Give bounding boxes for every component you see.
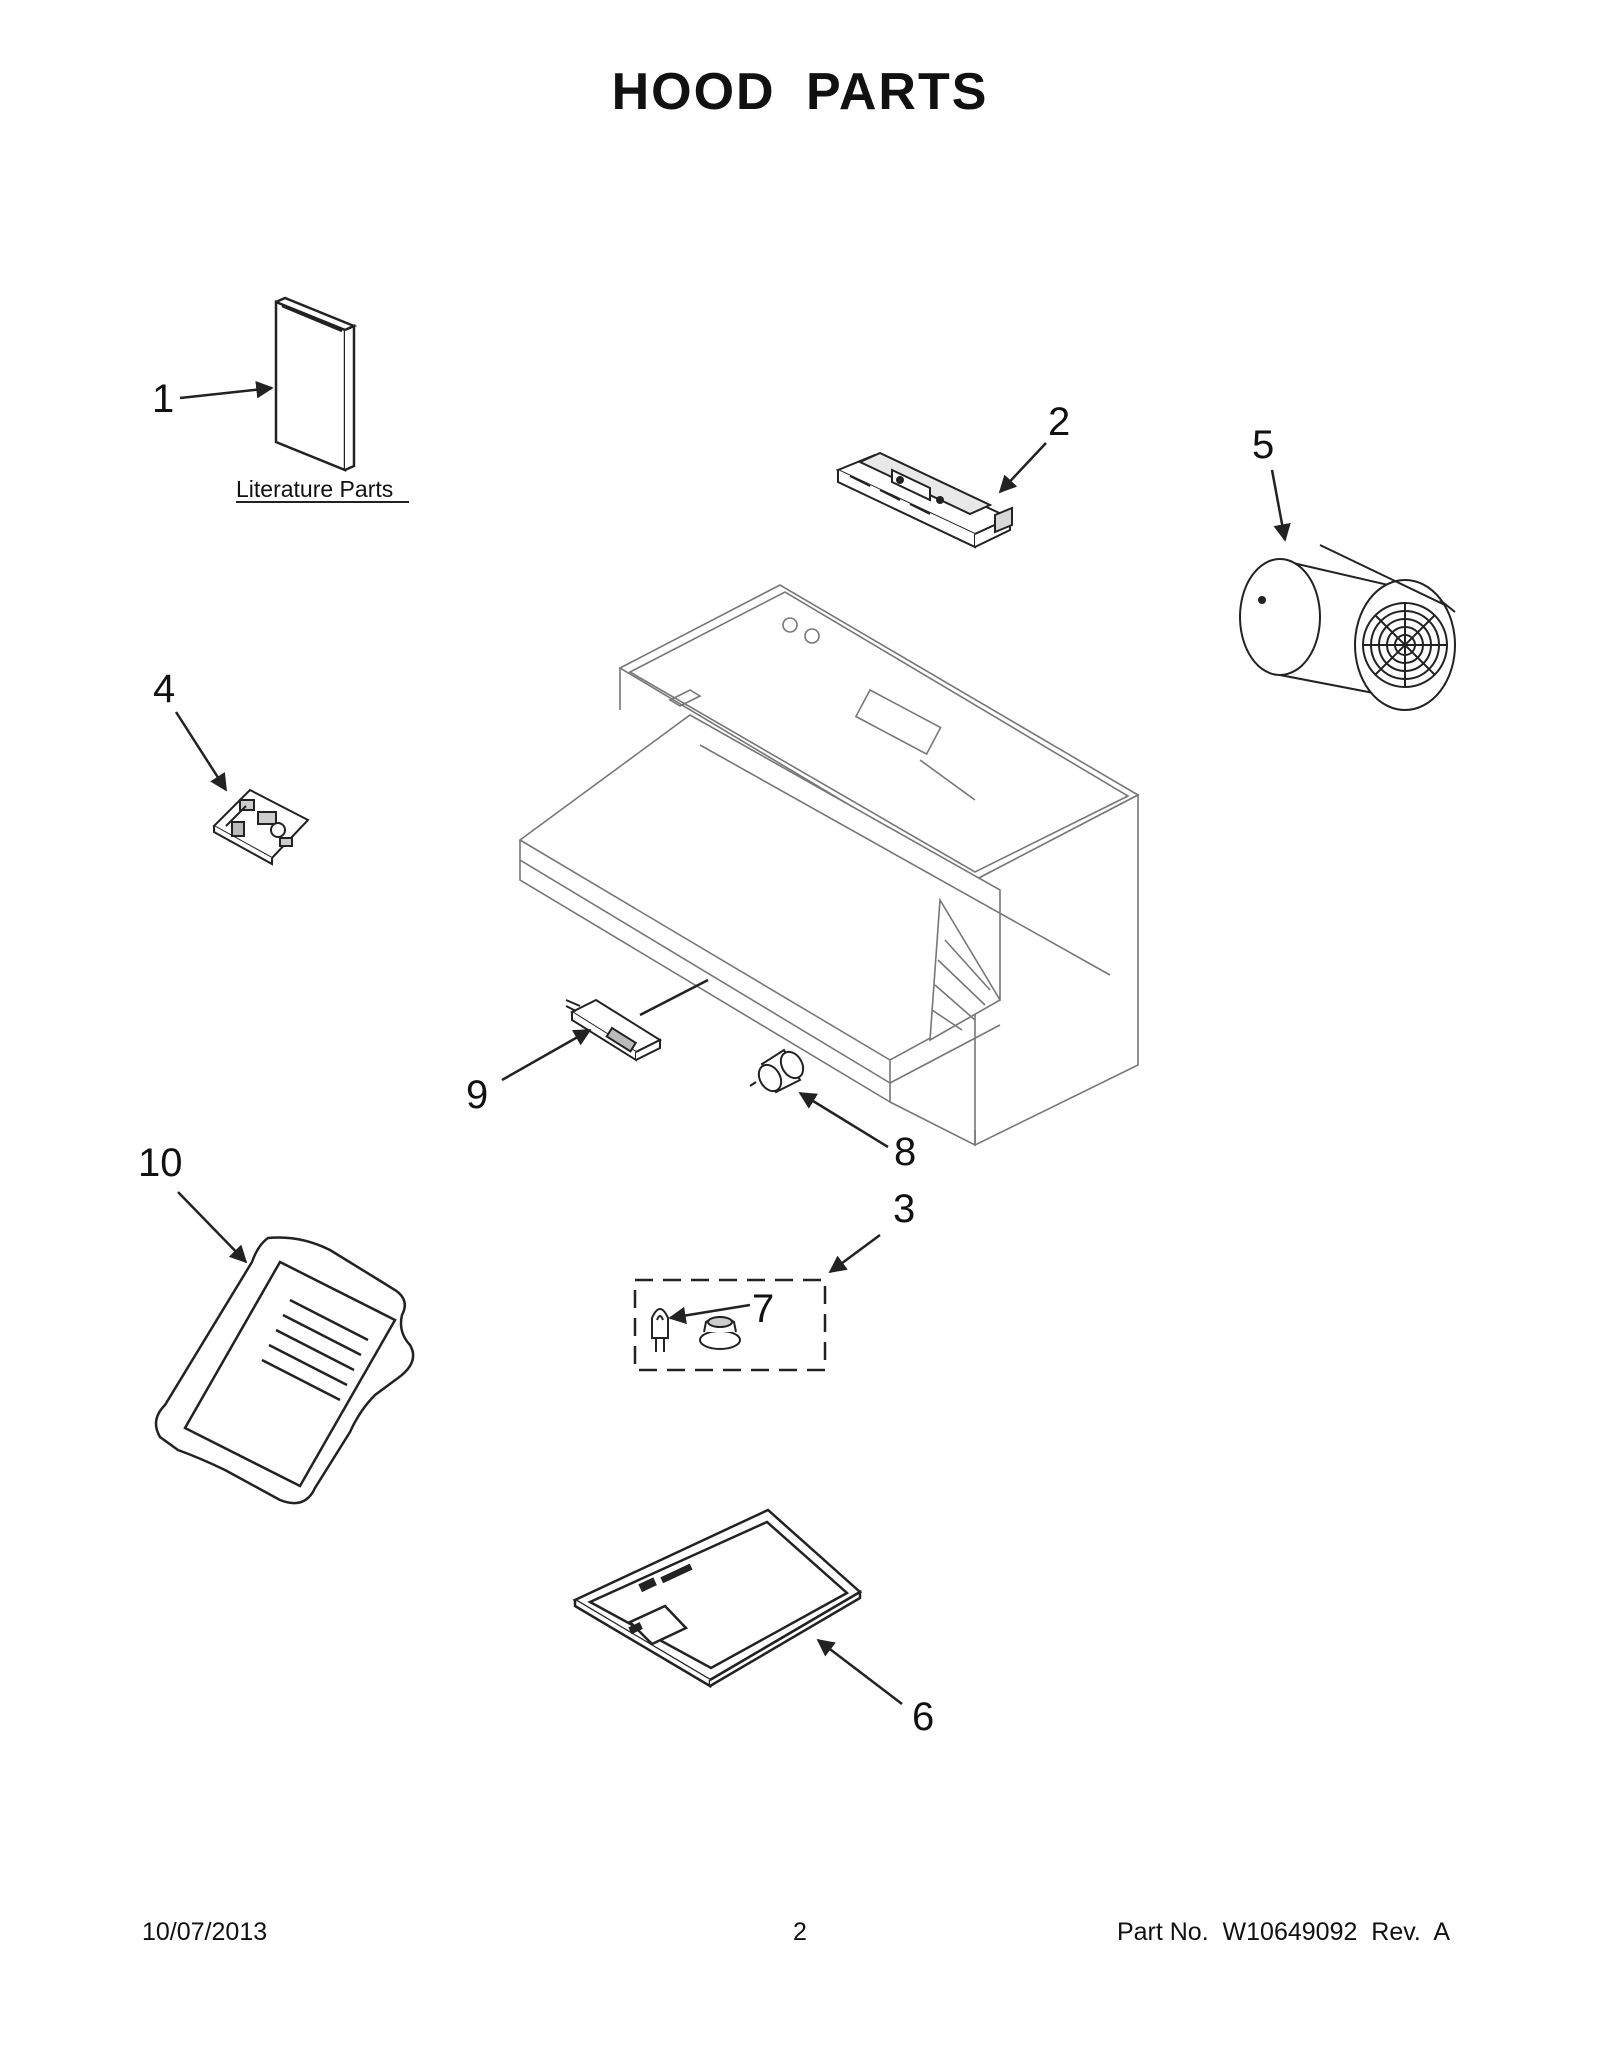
leader-10	[177, 1191, 248, 1264]
footer-part-number: Part No. W10649092 Rev. A	[1116, 1918, 1450, 1946]
part-4-control-board[interactable]	[212, 788, 310, 866]
literature-parts-label: Literature Parts	[236, 476, 393, 502]
callout-7: 7	[752, 1287, 774, 1331]
callout-6: 6	[912, 1695, 934, 1739]
footer-date: 10/07/2013	[142, 1918, 268, 1946]
part-9-mount-line	[639, 978, 709, 1017]
kit-3-dashed-box	[633, 1278, 827, 1372]
part-3-light-socket[interactable]	[699, 1316, 741, 1350]
leader-1	[179, 381, 274, 400]
part-6-grease-filter[interactable]	[572, 1508, 863, 1689]
leader-3	[828, 1233, 881, 1274]
page-title: HOOD PARTS	[611, 63, 989, 121]
part-5-blower[interactable]	[1239, 544, 1456, 711]
callout-5: 5	[1252, 423, 1274, 467]
leader-9	[501, 1028, 592, 1082]
callout-4: 4	[153, 667, 175, 711]
callout-3: 3	[893, 1187, 915, 1231]
part-8-capacitor[interactable]	[749, 1048, 808, 1095]
part-1-literature-booklet[interactable]	[274, 296, 358, 472]
leader-6	[816, 1638, 903, 1705]
callout-2: 2	[1048, 400, 1070, 444]
hood-body	[518, 584, 1140, 1147]
callout-1: 1	[152, 377, 174, 421]
leader-5	[1270, 469, 1291, 542]
callout-8: 8	[894, 1130, 916, 1174]
part-10-literature-bag[interactable]	[154, 1236, 415, 1505]
leader-8	[798, 1091, 889, 1149]
leader-4	[174, 711, 228, 792]
leader-2	[998, 442, 1047, 494]
callout-10: 10	[138, 1141, 183, 1185]
leader-7	[668, 1303, 751, 1325]
part-2-bracket[interactable]	[835, 451, 1013, 549]
part-9-switch-assembly[interactable]	[565, 998, 663, 1062]
callout-9: 9	[466, 1073, 488, 1117]
footer-page-number: 2	[793, 1918, 807, 1946]
part-7-halogen-bulb[interactable]	[651, 1308, 669, 1352]
